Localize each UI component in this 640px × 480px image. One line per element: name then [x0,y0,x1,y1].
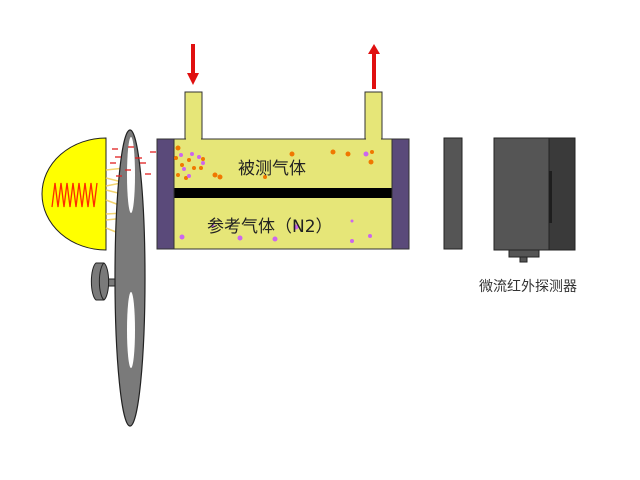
gas-inlet-tube [184,91,203,141]
sample-gas-particles [174,145,374,180]
inlet-arrow-icon [187,44,199,85]
filament-icon [51,182,98,208]
cell-window-left [156,138,175,250]
cell-window-right [391,138,410,250]
reference-gas-label: 参考气体（N2） [207,217,333,237]
outlet-arrow-icon [368,44,380,89]
optical-filter [443,137,463,250]
cell-separator [173,188,393,198]
gas-cell [156,138,410,250]
chopper-disc [114,129,146,427]
micro-flow-ir-detector [493,137,576,263]
sample-gas-label: 被测气体 [238,159,306,179]
infrared-lamp [41,137,128,251]
chopper-motor [90,262,123,301]
detector-label: 微流红外探测器 [479,279,577,295]
gas-outlet-tube [364,91,383,141]
reference-gas-particles [179,219,372,243]
